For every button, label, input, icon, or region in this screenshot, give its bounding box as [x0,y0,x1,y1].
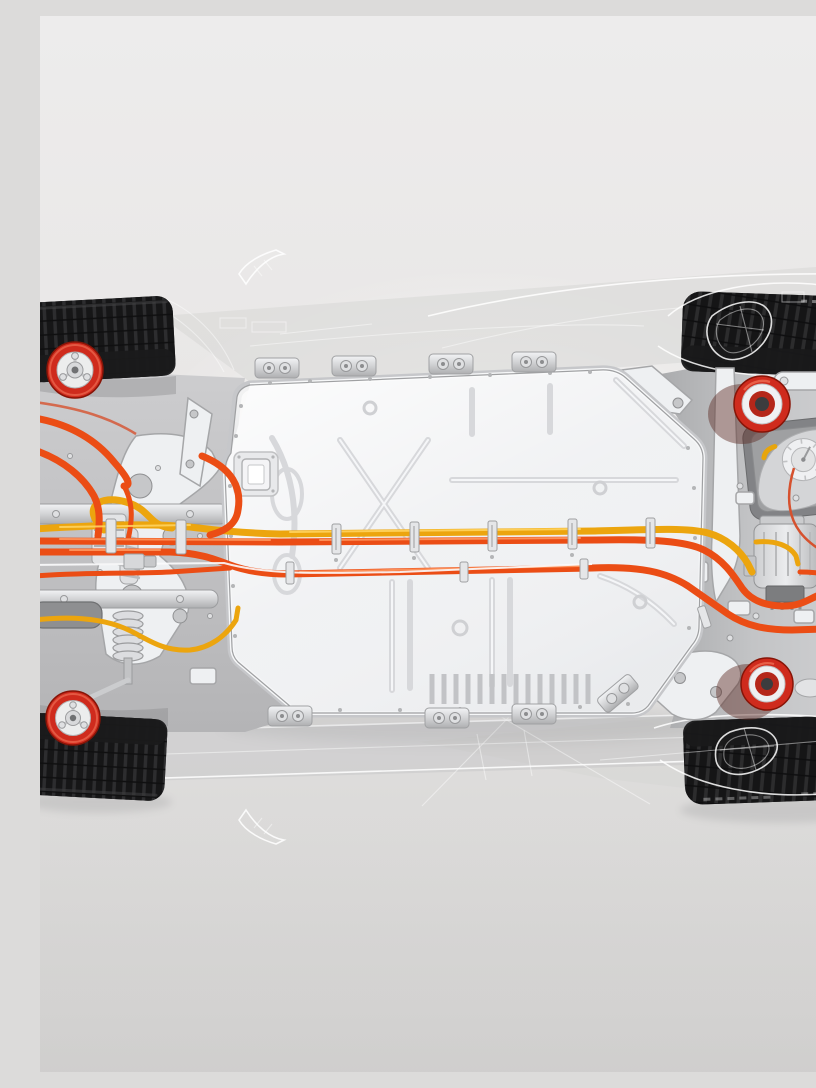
yellow-rear-stub [753,539,801,567]
motor-mount-rear-bottom [716,657,794,720]
orange-run-lower [40,548,816,634]
strut-mounts [45,341,794,746]
hv-cables-orange [40,415,816,634]
yellow-front-loop [89,496,176,534]
thin-red-wire-front [40,401,137,436]
battery-mounting-lugs [254,351,639,729]
orange-front-lower [40,565,233,579]
tires [40,291,816,805]
ev-chassis-render [40,16,816,1072]
orange-front-loop-a [40,415,132,490]
rear-axle-cap [794,678,816,698]
yellow-front-lower [40,605,241,653]
thin-red-wire-rear [788,467,816,549]
strut-mount-rear-left [45,690,101,746]
front-connector [123,553,157,570]
battery-service-port [233,451,279,497]
reservoir-yellow-clip [761,444,778,461]
side-mirror-top [238,249,287,286]
tire-front-right [680,291,816,378]
orange-front-loop-b [40,448,103,540]
side-mirror-bottom [238,808,287,845]
orange-corner-loop [198,452,243,539]
steering-rack-motor [40,601,103,629]
orange-front-drop [121,483,134,543]
front-corner-bracket [189,667,217,685]
clip-rear [697,605,712,629]
motor-mount-rear-top [708,375,791,444]
low-voltage-wires [40,401,816,575]
cable-clips [105,517,712,629]
orange-rear-exit [797,569,816,576]
battery-cooling-fins [429,674,591,704]
tire-rear-right [683,715,816,805]
strut-mount-front-left [46,341,104,399]
rear-right-wheel-wireframe [599,713,816,796]
orange-run-upper [40,536,816,610]
